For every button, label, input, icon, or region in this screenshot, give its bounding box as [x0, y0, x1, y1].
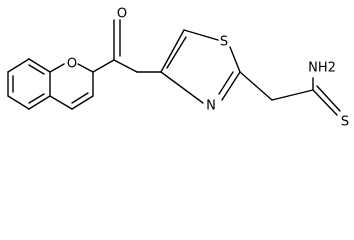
chemical-structure: O O S N NH2 S [7, 7, 349, 130]
amine-label: NH2 [308, 61, 336, 76]
thiazole-nitrogen-label: N [206, 99, 216, 114]
bond-lines [7, 19, 341, 116]
carbonyl-oxygen-label: O [117, 7, 127, 22]
thione-sulfur-label: S [341, 115, 349, 130]
thiazole-sulfur-label: S [220, 35, 228, 50]
ring-oxygen-label: O [67, 57, 77, 72]
